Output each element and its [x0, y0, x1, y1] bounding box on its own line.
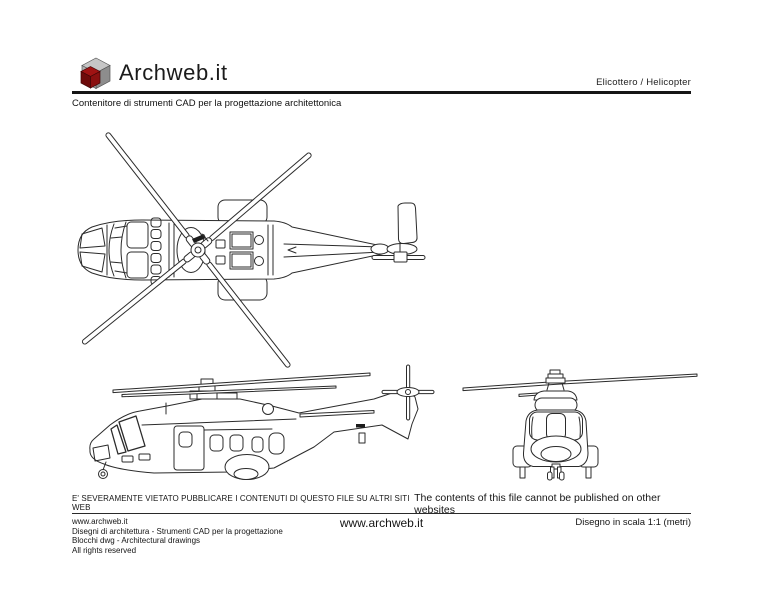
sponson [224, 454, 270, 480]
nose-inner [540, 446, 572, 462]
brand-title: Archweb.it [119, 60, 228, 85]
footer-credits: www.archweb.it Disegni di architettura -… [72, 517, 283, 555]
helicopter-front-view-drawing [462, 369, 698, 481]
header-rule [72, 91, 691, 94]
warning-italian: E' SEVERAMENTE VIETATO PUBBLICARE I CONT… [72, 494, 410, 512]
horizontal-stabilizer [299, 410, 375, 418]
cabin-details [92, 415, 285, 471]
sheet-subject-label: Elicottero / Helicopter [596, 77, 691, 88]
main-rotor-hub [190, 233, 209, 258]
fuselage-outline [89, 390, 419, 474]
footer-center-site-url: www.archweb.it [339, 516, 424, 530]
tail-rotor [381, 364, 435, 421]
footer-credit-line: Disegni di architettura - Strumenti CAD … [72, 526, 283, 536]
landing-gear [98, 424, 366, 479]
rotor-hub [545, 369, 566, 391]
footer-site-url: www.archweb.it [72, 517, 128, 526]
tail-assembly [370, 202, 426, 263]
helicopter-side-view-drawing [89, 364, 435, 480]
footer-rule [72, 513, 691, 515]
landing-gear [519, 463, 592, 481]
rotor-mast [196, 378, 218, 400]
main-rotor-blade-2 [121, 385, 337, 398]
main-rotor-blade [462, 373, 698, 392]
main-rotor-blades [81, 132, 312, 368]
tagline: Contenitore di strumenti CAD per la prog… [72, 98, 342, 109]
footer-credit-line: Blocchi dwg - Architectural drawings [72, 536, 201, 546]
footer-rights: All rights reserved [72, 545, 137, 555]
cockpit-details [79, 217, 175, 285]
scale-note: Disegno in scala 1:1 (metri) [575, 517, 691, 528]
helicopter-top-view-drawing [77, 132, 426, 368]
archweb-logo-cube-icon [80, 57, 111, 90]
main-rotor-blade [112, 372, 371, 394]
